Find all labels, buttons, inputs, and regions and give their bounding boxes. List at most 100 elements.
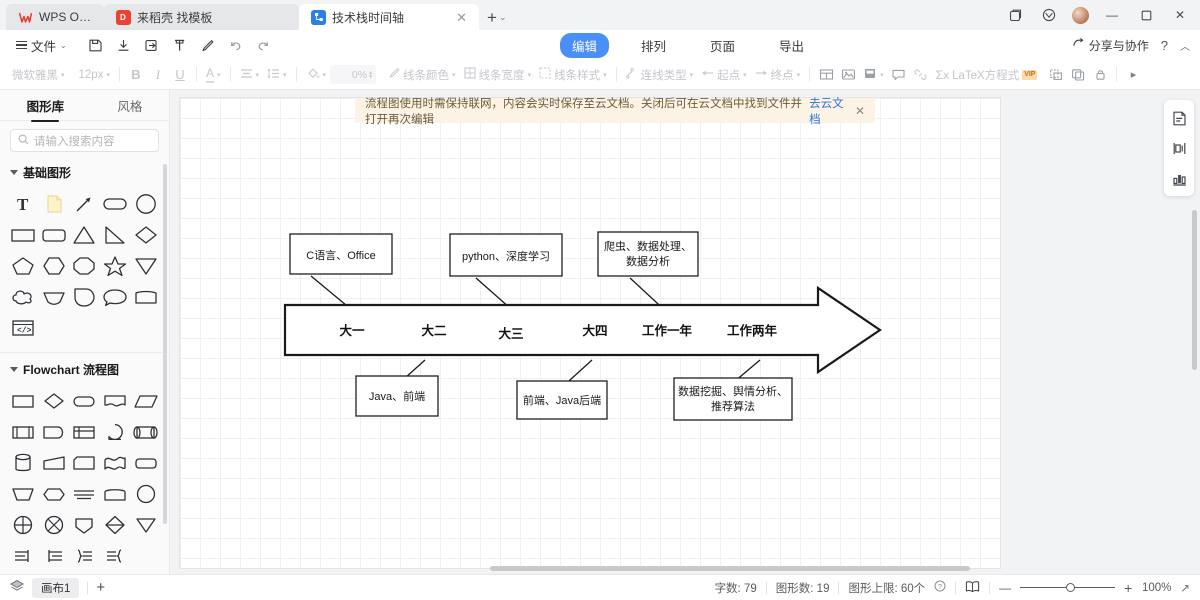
close-banner-icon[interactable]: ✕: [854, 103, 865, 118]
avatar[interactable]: [1072, 6, 1089, 24]
flow-manual-input-icon[interactable]: [39, 448, 70, 477]
font-size-select[interactable]: 12px▾: [75, 67, 114, 83]
shape-inverted-triangle-icon[interactable]: [130, 251, 161, 280]
shape-text-icon[interactable]: T: [8, 189, 39, 218]
group-icon[interactable]: [1045, 65, 1067, 85]
flow-brace-right-icon[interactable]: [69, 541, 100, 570]
canvas-vertical-scrollbar[interactable]: [1192, 210, 1197, 370]
chart-icon[interactable]: [1166, 165, 1192, 191]
flow-connector-icon[interactable]: [100, 417, 131, 446]
shape-speech-bubble-icon[interactable]: [100, 282, 131, 311]
slider-knob[interactable]: [1065, 583, 1075, 592]
shape-right-triangle-icon[interactable]: [100, 220, 131, 249]
fill-color-button[interactable]: ▾: [302, 65, 331, 85]
end-point-button[interactable]: 终点▾: [751, 65, 805, 85]
sidebar-scrollbar[interactable]: [163, 164, 167, 524]
flow-merge-lines-icon[interactable]: [69, 479, 100, 508]
flow-extract-icon[interactable]: [69, 510, 100, 539]
image-icon[interactable]: [837, 65, 859, 85]
shape-half-round-icon[interactable]: [69, 282, 100, 311]
redo-icon[interactable]: [251, 33, 277, 57]
group-header-basic-shapes[interactable]: 基础图形: [0, 158, 169, 185]
flow-wave-icon[interactable]: [100, 448, 131, 477]
flow-database-icon[interactable]: [8, 448, 39, 477]
help-button[interactable]: ?: [1160, 37, 1168, 53]
download-icon[interactable]: [111, 33, 137, 57]
maximize-button[interactable]: [1130, 1, 1162, 29]
font-color-button[interactable]: A▾: [202, 64, 225, 85]
flow-terminator-icon[interactable]: [69, 386, 100, 415]
flow-direct-access-icon[interactable]: [130, 417, 161, 446]
go-to-cloud-doc-link[interactable]: 去云文档: [809, 97, 844, 126]
flow-rounded-process-icon[interactable]: [130, 448, 161, 477]
shape-triangle-icon[interactable]: [69, 220, 100, 249]
new-tab-button[interactable]: + ⌄: [479, 4, 514, 30]
minimize-button[interactable]: —: [1106, 8, 1118, 22]
sidebar-tab-style[interactable]: 风格: [117, 99, 143, 114]
help-icon[interactable]: ?: [934, 580, 946, 595]
zoom-out-button[interactable]: —: [999, 580, 1012, 595]
zoom-in-button[interactable]: +: [1124, 579, 1133, 596]
italic-button[interactable]: I: [155, 66, 161, 82]
flow-card-icon[interactable]: [100, 479, 131, 508]
align-button[interactable]: ▾: [236, 66, 264, 84]
tab-export[interactable]: 导出: [779, 39, 805, 54]
line-spacing-button[interactable]: ▾: [263, 66, 291, 84]
lock-icon[interactable]: [1089, 65, 1111, 85]
flow-brace-left-icon[interactable]: [100, 541, 131, 570]
shape-trapezoid-curve-icon[interactable]: [39, 282, 70, 311]
flow-internal-storage-icon[interactable]: [69, 417, 100, 446]
flow-process-icon[interactable]: [8, 386, 39, 415]
shape-rounded-rect-icon[interactable]: [100, 189, 131, 218]
restore-icon[interactable]: [999, 1, 1031, 29]
book-icon[interactable]: [965, 580, 980, 596]
bold-button[interactable]: B: [131, 67, 141, 82]
underline-button[interactable]: U: [169, 65, 191, 85]
close-tab-icon[interactable]: ✕: [456, 9, 467, 25]
flow-bracket-right-icon[interactable]: [8, 541, 39, 570]
share-button[interactable]: 分享与协作: [1072, 37, 1149, 54]
table-icon[interactable]: [815, 65, 837, 85]
layers-icon[interactable]: [9, 579, 25, 596]
shape-rect-icon[interactable]: [8, 220, 39, 249]
link-icon[interactable]: [910, 65, 932, 85]
tab-arrange[interactable]: 排列: [641, 39, 667, 54]
start-point-button[interactable]: 起点▾: [697, 65, 751, 85]
flow-or-icon[interactable]: [39, 510, 70, 539]
flow-bracket-left-icon[interactable]: [39, 541, 70, 570]
flow-decision-icon[interactable]: [39, 386, 70, 415]
cloud-icon[interactable]: [1033, 1, 1065, 29]
sheet-tab-canvas1[interactable]: 画布1: [32, 577, 80, 598]
shape-octagon-icon[interactable]: [69, 251, 100, 280]
shape-fill-button[interactable]: ▾: [859, 65, 888, 85]
flow-preparation-icon[interactable]: [39, 479, 70, 508]
export-icon[interactable]: [139, 33, 165, 57]
tab-docer[interactable]: D 来稻壳 找模板: [104, 4, 299, 30]
comment-icon[interactable]: [888, 65, 910, 85]
search-input[interactable]: 请输入搜索内容: [10, 129, 159, 152]
shape-code-icon[interactable]: </>: [8, 313, 39, 342]
canvas-area[interactable]: C语言、Office python、深度学习 爬虫、数据处理、 数据分析 大一 …: [170, 90, 1200, 574]
flow-document-icon[interactable]: [100, 386, 131, 415]
flow-data-icon[interactable]: [130, 386, 161, 415]
shape-cloud-icon[interactable]: [8, 282, 39, 311]
flow-summing-junction-icon[interactable]: [8, 510, 39, 539]
shape-arrow-line-icon[interactable]: [69, 189, 100, 218]
format-painter-icon[interactable]: [167, 33, 193, 57]
shape-circle-icon[interactable]: [130, 189, 161, 218]
font-family-select[interactable]: 微软雅黑▾: [8, 65, 69, 85]
flow-merge-icon[interactable]: [130, 510, 161, 539]
line-color-button[interactable]: 线条颜色▾: [384, 65, 460, 85]
file-menu-button[interactable]: 文件 ⌄: [10, 33, 73, 58]
shape-hexagon-icon[interactable]: [39, 251, 70, 280]
sidebar-scroll-area[interactable]: 基础图形 T: [0, 158, 169, 574]
shape-star-icon[interactable]: [100, 251, 131, 280]
flow-predefined-process-icon[interactable]: [8, 417, 39, 446]
layout-icon[interactable]: [1166, 135, 1192, 161]
fit-screen-icon[interactable]: ↗: [1180, 582, 1190, 595]
flow-delay-icon[interactable]: [39, 417, 70, 446]
page-setup-icon[interactable]: [1166, 105, 1192, 131]
flow-offpage-icon[interactable]: [69, 448, 100, 477]
save-icon[interactable]: [83, 33, 109, 57]
flow-circle-icon[interactable]: [130, 479, 161, 508]
